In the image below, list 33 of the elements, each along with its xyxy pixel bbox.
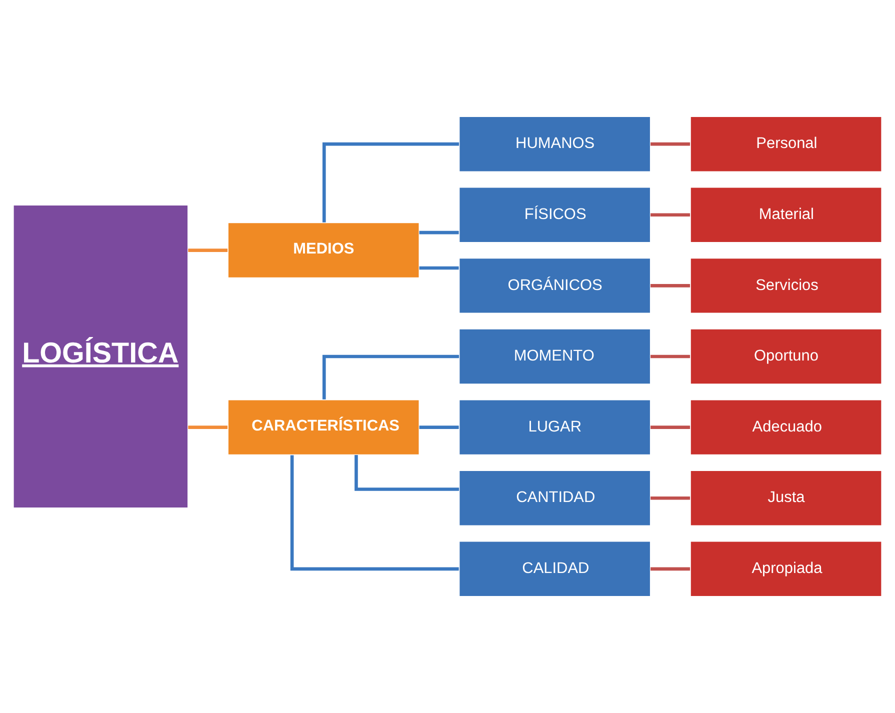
- connector: [650, 496, 690, 500]
- connector: [419, 266, 459, 270]
- connector: [419, 230, 459, 234]
- connector: [650, 567, 690, 571]
- node-box: MEDIOS: [227, 222, 420, 278]
- connector: [290, 455, 459, 571]
- node-box: CALIDAD: [458, 540, 652, 598]
- node-box: MOMENTO: [458, 328, 652, 385]
- node-box: CANTIDAD: [458, 470, 652, 526]
- connector: [650, 142, 690, 146]
- connector: [650, 213, 690, 217]
- connector: [650, 354, 690, 358]
- connector: [322, 142, 459, 222]
- node-box: Adecuado: [690, 399, 882, 456]
- connector: [419, 426, 459, 429]
- node-box: Oportuno: [690, 328, 882, 385]
- connector: [322, 354, 459, 400]
- node-box: HUMANOS: [458, 116, 652, 172]
- node-box: LUGAR: [458, 399, 652, 456]
- node-box: CARACTERÍSTICAS: [227, 399, 420, 456]
- connector: [354, 455, 459, 491]
- node-box: ORGÁNICOS: [458, 257, 652, 314]
- connector: [650, 284, 690, 288]
- node-box: Servicios: [690, 257, 882, 314]
- node-box: Material: [690, 186, 882, 244]
- connector: [188, 426, 228, 429]
- node-box: FÍSICOS: [458, 186, 652, 244]
- node-box: LOGÍSTICA: [12, 204, 189, 509]
- node-box: Apropiada: [690, 540, 882, 598]
- node-box: Justa: [690, 470, 882, 526]
- connector: [188, 248, 228, 252]
- node-box: Personal: [690, 116, 882, 172]
- connector: [650, 426, 690, 429]
